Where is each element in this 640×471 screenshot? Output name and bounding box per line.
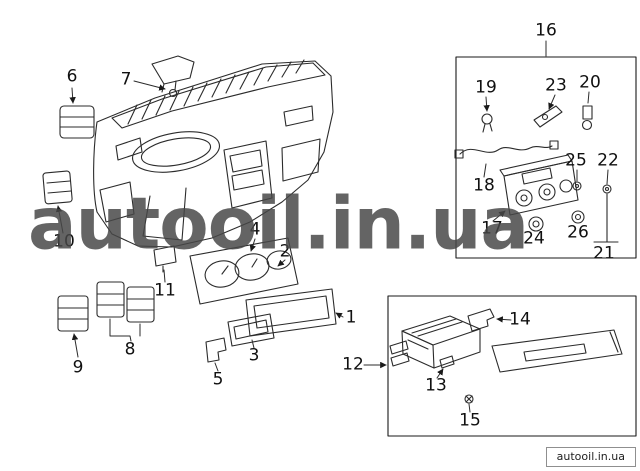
switches-part-8 — [96, 281, 155, 323]
left-vent — [115, 137, 143, 161]
heater-control-part-17 — [499, 154, 579, 216]
part-number-6: 6 — [66, 66, 78, 87]
part-number-17: 17 — [481, 218, 503, 239]
clip-part-13 — [439, 355, 455, 369]
bezel-part-3 — [227, 313, 275, 347]
grommet-part-11 — [153, 245, 177, 273]
part-number-20: 20 — [579, 72, 601, 93]
part-number-24: 24 — [523, 228, 545, 249]
part-number-8: 8 — [124, 339, 136, 360]
corner-watermark-label: autooil.in.ua — [545, 447, 636, 467]
defroster-hatching — [127, 59, 305, 125]
glovebox — [281, 138, 321, 182]
dashboard-illustration — [93, 59, 334, 248]
part-number-14: 14 — [509, 309, 531, 330]
part-number-10: 10 — [53, 231, 75, 252]
part-number-12: 12 — [342, 354, 364, 375]
part-number-9: 9 — [72, 357, 84, 378]
lever-part-23 — [533, 105, 563, 128]
bulb-part-20 — [581, 105, 593, 131]
switch-part-9 — [57, 295, 89, 332]
bulb-socket-part-19 — [481, 113, 493, 133]
part-number-5: 5 — [212, 369, 224, 390]
part-number-19: 19 — [475, 77, 497, 98]
switch-part-10 — [42, 170, 73, 205]
bracket-part-14 — [467, 308, 495, 332]
part-number-3: 3 — [248, 345, 260, 366]
instrument-cluster-illustration — [189, 237, 299, 305]
switch-part-6 — [59, 105, 95, 139]
part-number-4: 4 — [249, 219, 261, 240]
wiring-harness-part-18 — [454, 140, 559, 159]
bracket-part-5 — [205, 337, 227, 363]
part-number-15: 15 — [459, 410, 481, 431]
part-number-23: 23 — [545, 75, 567, 96]
steering-column — [142, 187, 187, 241]
cluster-hood — [131, 131, 221, 173]
leader-lines — [55, 40, 609, 413]
part-number-25: 25 — [565, 150, 587, 171]
part-number-1: 1 — [345, 307, 357, 328]
part-number-22: 22 — [597, 150, 619, 171]
part-number-21: 21 — [593, 243, 615, 264]
part-number-2: 2 — [279, 241, 291, 262]
part-number-7: 7 — [120, 69, 132, 90]
group-12-box — [387, 295, 637, 437]
screw-part-25 — [572, 181, 582, 191]
bracket-part-21 — [593, 193, 619, 243]
audio-unit-illustration — [389, 315, 481, 369]
right-vent — [283, 105, 314, 127]
part-number-16: 16 — [535, 20, 557, 41]
knob-part-24 — [528, 216, 544, 232]
part-number-26: 26 — [567, 222, 589, 243]
knob-part-26 — [571, 210, 585, 224]
display-part-1 — [245, 288, 337, 337]
part-number-11: 11 — [154, 280, 176, 301]
trim-panel-illustration — [491, 329, 623, 373]
center-stack — [223, 140, 273, 209]
screw-part-22 — [602, 184, 612, 194]
part-number-18: 18 — [473, 175, 495, 196]
bracket-part-7 — [151, 55, 195, 98]
screw-part-15 — [464, 394, 474, 404]
part-number-13: 13 — [425, 375, 447, 396]
